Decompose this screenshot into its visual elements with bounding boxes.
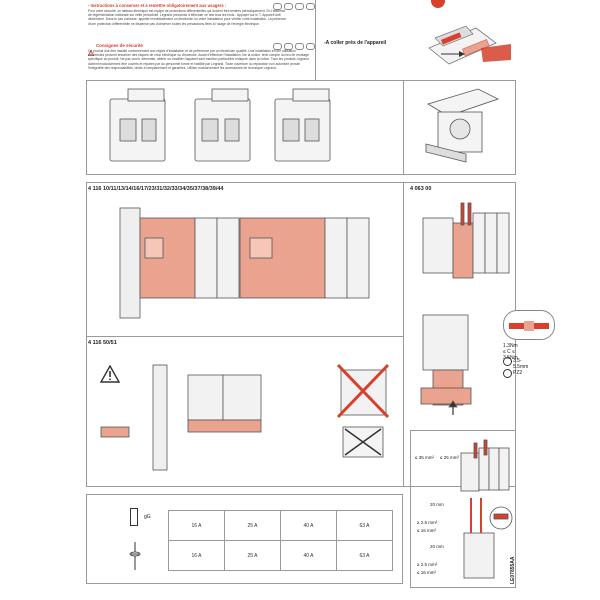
document-reference: LE07855AA bbox=[510, 556, 516, 584]
ref-section-c: 4 116 50/51 bbox=[88, 340, 117, 346]
safety-body: Ce produit doit être installé conforméme… bbox=[88, 49, 309, 70]
table-cell: 16 A bbox=[168, 510, 225, 541]
cable-illustration bbox=[456, 438, 514, 589]
safety-symbols bbox=[273, 43, 315, 50]
pozidriv-icon bbox=[503, 369, 512, 378]
table-cell: 63 A bbox=[336, 510, 393, 541]
warning-triangle-icon bbox=[99, 364, 121, 388]
cable-max-2: ≤ 16 mm² bbox=[417, 570, 436, 575]
table-cell: 63 A bbox=[336, 540, 393, 571]
panel-cable-connection bbox=[410, 430, 516, 588]
sticker-label: -A coller près de l'appareil bbox=[324, 40, 387, 46]
assembly-illustration-b bbox=[413, 198, 513, 293]
table-cell: 40 A bbox=[280, 510, 337, 541]
cable-max-1: ≤ 16 mm² bbox=[417, 528, 436, 533]
safety-title: Consignes de sécurité bbox=[96, 43, 143, 48]
ref-section-b: 4 063 00 bbox=[410, 186, 432, 192]
assembly-illustration-a bbox=[90, 198, 400, 338]
instructions-body: Pour votre sécurité, ce tableau électriq… bbox=[88, 9, 287, 26]
assembly-illustration-c bbox=[93, 355, 398, 485]
screwdriver-detail bbox=[503, 310, 555, 340]
instructions-title: - Instructions à conserver et à remettre… bbox=[88, 3, 227, 8]
warning-icon bbox=[87, 43, 95, 61]
instructions-symbols bbox=[273, 3, 315, 10]
strip-length-1: 20 mm bbox=[430, 502, 444, 507]
table-cell: 25 A bbox=[224, 540, 281, 571]
fuse-type-label: gG bbox=[144, 514, 151, 520]
fuse-rating-table: 16 A 25 A 40 A 63 A 16 A 25 A 40 A 63 A bbox=[168, 510, 393, 571]
table-row: 16 A 25 A 40 A 63 A bbox=[168, 510, 393, 541]
cable-min-1: ≥ 2.5 mm² bbox=[417, 520, 438, 525]
sticker-illustration bbox=[421, 18, 513, 73]
panel-devices bbox=[86, 80, 516, 175]
brand-marker bbox=[431, 0, 445, 8]
assembly-illustration-b2 bbox=[413, 310, 513, 425]
device-illustrations bbox=[90, 84, 400, 177]
screw-icon bbox=[503, 357, 512, 366]
cable-flex-top: ≤ 25 mm² bbox=[440, 455, 459, 460]
screw-size: 3.5-5.5mm bbox=[513, 358, 529, 370]
ref-section-a: 4 116 10/11/13/14/16/17/23/31/32/33/34/3… bbox=[88, 186, 224, 192]
table-cell: 16 A bbox=[168, 540, 225, 571]
cable-rigid-top: ≤ 35 mm² bbox=[415, 455, 434, 460]
table-row: 16 A 25 A 40 A 63 A bbox=[168, 540, 393, 571]
top-divider bbox=[315, 0, 316, 80]
breaker-symbol-icon bbox=[128, 542, 142, 575]
table-cell: 25 A bbox=[224, 510, 281, 541]
fuse-symbol-icon bbox=[130, 508, 138, 526]
instruction-sheet: - Instructions à conserver et à remettre… bbox=[78, 0, 555, 590]
panel-fuse-table bbox=[86, 494, 403, 584]
rail-illustration bbox=[408, 84, 512, 177]
cable-min-2: ≥ 2.5 mm² bbox=[417, 562, 438, 567]
table-cell: 40 A bbox=[280, 540, 337, 571]
bit-type: PZ2 bbox=[513, 370, 523, 376]
strip-length-2: 20 mm bbox=[430, 544, 444, 549]
